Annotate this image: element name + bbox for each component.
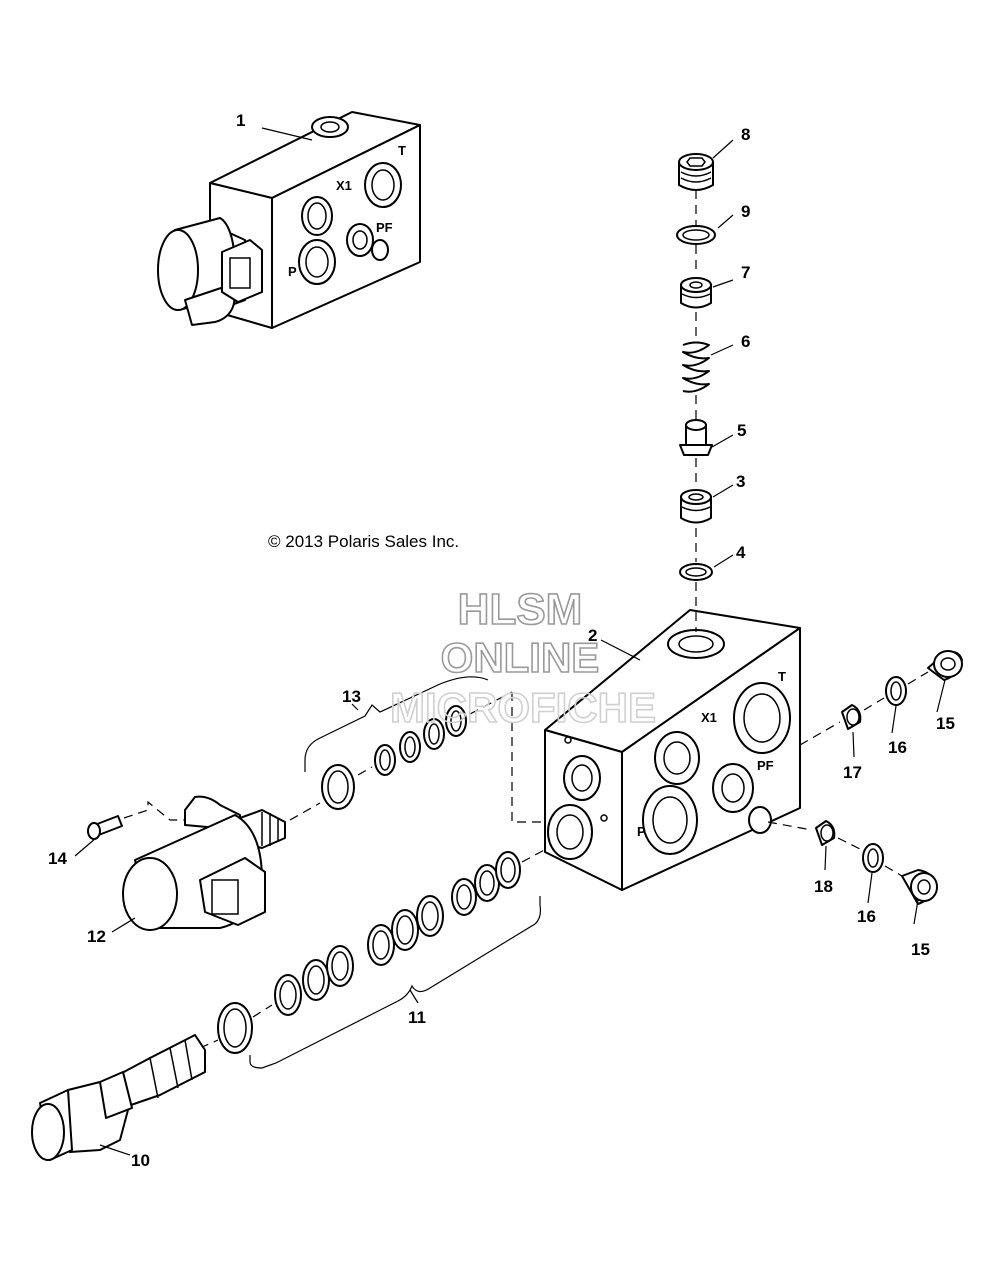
callout-1: 1 — [236, 111, 245, 130]
callout-2: 2 — [588, 626, 597, 645]
part-3-orifice — [680, 489, 712, 524]
part-15-plug-upper — [927, 650, 963, 681]
part-6-spring — [682, 341, 710, 393]
watermark-line-2: ONLINE — [441, 634, 600, 681]
callout-12: 12 — [87, 927, 106, 946]
part-18-orifice — [815, 820, 836, 846]
body-port-label-x1: X1 — [701, 710, 717, 725]
callout-18: 18 — [814, 877, 833, 896]
part-7-seat — [680, 277, 712, 309]
callout-16-lower: 16 — [857, 907, 876, 926]
bracket-13 — [304, 676, 489, 772]
callout-14: 14 — [48, 849, 67, 868]
port-label-pf: PF — [376, 220, 393, 235]
part-16-o-ring-upper — [885, 676, 907, 706]
port-label-p: P — [288, 264, 297, 279]
callout-16-upper: 16 — [888, 738, 907, 757]
callout-15-lower: 15 — [911, 940, 930, 959]
part-12-solenoid — [122, 795, 286, 931]
callout-5: 5 — [737, 421, 746, 440]
callout-9: 9 — [741, 202, 750, 221]
callout-17: 17 — [843, 763, 862, 782]
part-15-plug-lower — [901, 869, 938, 905]
callout-6: 6 — [741, 332, 750, 351]
part-10-cartridge-valve — [31, 1034, 206, 1161]
callout-15-upper: 15 — [936, 714, 955, 733]
callout-13: 13 — [342, 687, 361, 706]
part-8-plug — [678, 153, 714, 191]
callout-4: 4 — [736, 543, 746, 562]
copyright-notice: © 2013 Polaris Sales Inc. — [268, 532, 459, 551]
callout-8: 8 — [741, 125, 750, 144]
callout-7: 7 — [741, 263, 750, 282]
watermark-line-1: HLSM — [458, 585, 583, 634]
part-5-poppet — [679, 419, 713, 456]
part-1-valve-assembly: T X1 PF P — [157, 111, 421, 329]
body-port-label-t: T — [778, 669, 786, 684]
screw-centerline — [123, 800, 186, 821]
port-label-t: T — [398, 143, 406, 158]
seal-kit-centerline — [289, 691, 545, 823]
part-17-orifice — [841, 704, 862, 730]
bracket-11 — [249, 896, 542, 1069]
part-16-o-ring-lower — [862, 843, 884, 873]
body-port-label-pf: PF — [757, 758, 774, 773]
part-2-valve-body: T X1 PF P — [544, 609, 801, 891]
part-14-screw — [87, 815, 123, 840]
watermark-line-3: MICROFICHE — [390, 684, 656, 731]
lower-right-centerline — [767, 821, 903, 877]
callout-10: 10 — [131, 1151, 150, 1170]
part-9-o-ring — [676, 225, 716, 245]
part-13-seal-kit — [321, 705, 467, 810]
callout-11: 11 — [408, 1008, 426, 1027]
callout-3: 3 — [736, 472, 745, 491]
body-port-label-p: P — [637, 824, 646, 839]
port-label-x1: X1 — [336, 178, 352, 193]
part-11-seal-kit — [217, 851, 521, 1054]
upper-right-centerline — [799, 671, 929, 746]
callout-leaders — [74, 127, 946, 1156]
part-4-o-ring — [679, 563, 713, 581]
